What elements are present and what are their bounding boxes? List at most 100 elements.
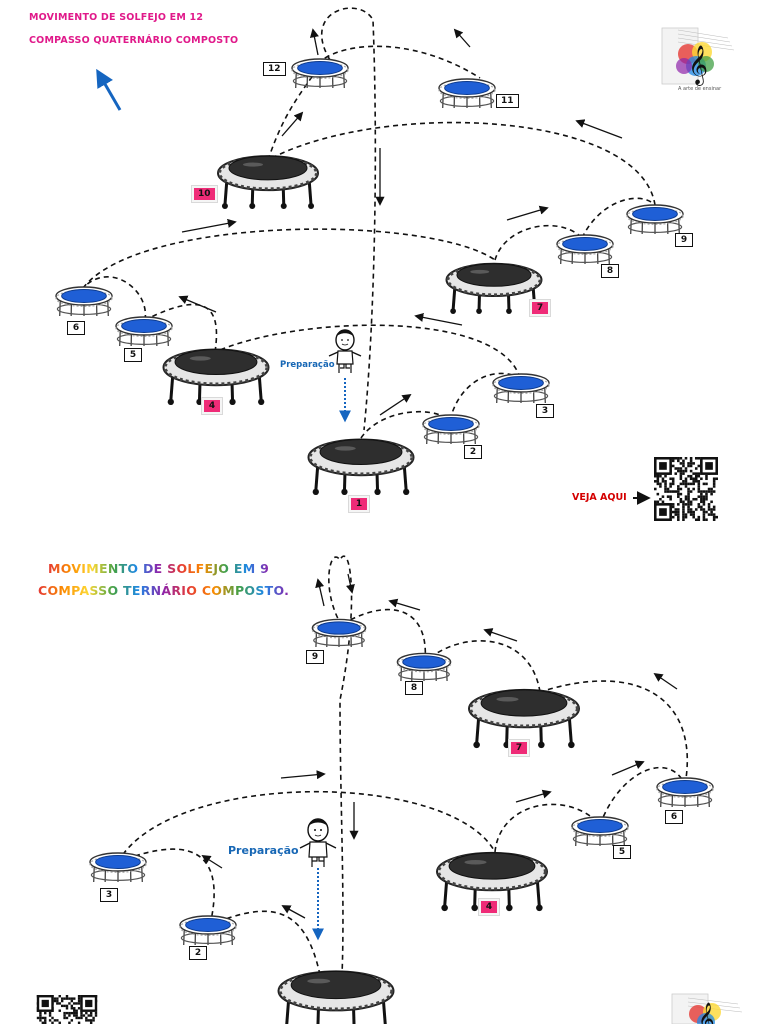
qr-module	[697, 515, 701, 519]
qr-module	[664, 490, 667, 493]
beat-label: 7	[508, 739, 530, 757]
qr-module	[44, 1016, 47, 1020]
qr-module	[669, 497, 672, 501]
qr-module	[694, 467, 698, 470]
qr-module	[77, 997, 81, 1000]
qr-module	[692, 487, 695, 491]
title-9-line2: COMPASSO TERNÁRIO COMPOSTO.	[38, 583, 290, 598]
qr-module	[702, 503, 706, 506]
qr-module	[682, 480, 685, 483]
mini-trampoline	[115, 316, 173, 347]
qr-module	[702, 500, 706, 504]
qr-module	[684, 477, 688, 481]
qr-module	[671, 457, 675, 460]
qr-module	[710, 508, 713, 511]
qr-module	[687, 497, 690, 501]
qr-module	[63, 997, 66, 1000]
qr-module	[674, 510, 678, 514]
qr-module	[677, 490, 680, 493]
large-trampoline	[445, 262, 543, 314]
qr-module	[89, 1014, 93, 1017]
qr-module	[73, 997, 76, 1000]
beat-label: 6	[665, 810, 683, 824]
qr-module	[65, 1004, 69, 1008]
qr-module	[702, 508, 706, 511]
qr-module	[712, 513, 716, 516]
qr-module	[682, 459, 685, 463]
qr-module	[36, 1016, 40, 1020]
qr-module	[677, 469, 680, 473]
qr-module	[700, 505, 703, 509]
qr-module	[80, 1014, 83, 1017]
qr-module	[702, 490, 706, 493]
qr-code[interactable]	[654, 457, 718, 521]
qr-module	[712, 515, 716, 519]
child-figure-9	[299, 818, 337, 867]
qr-module	[77, 1007, 81, 1010]
qr-module	[687, 464, 690, 468]
qr-module	[707, 513, 711, 516]
qr-module	[684, 497, 688, 501]
qr-module	[682, 510, 685, 514]
qr-module	[687, 462, 690, 465]
beat-label: 3	[536, 404, 554, 418]
qr-module	[77, 995, 81, 998]
qr-module	[712, 477, 716, 481]
qr-module	[687, 474, 690, 478]
qr-module	[707, 508, 711, 511]
qr-module	[58, 1021, 61, 1024]
qr-module	[671, 515, 675, 519]
blue-direction-arrow	[96, 68, 122, 111]
qr-module	[94, 1014, 98, 1017]
qr-module	[89, 1011, 93, 1015]
qr-module	[682, 515, 685, 519]
qr-module	[661, 495, 665, 498]
qr-module	[694, 474, 698, 478]
beat-label: 10	[191, 185, 218, 203]
qr-module	[68, 1002, 71, 1005]
direction-arrows-9	[201, 573, 678, 919]
qr-module	[75, 1014, 78, 1017]
qr-module	[705, 518, 708, 521]
qr-code[interactable]	[36, 995, 98, 1024]
qr-module	[56, 999, 59, 1003]
qr-module	[689, 457, 693, 460]
mini-trampoline	[291, 58, 349, 89]
veja-aqui-label: VEJA AQUI	[572, 492, 627, 503]
qr-module	[687, 482, 690, 486]
qr-module	[692, 482, 695, 486]
qr-module	[48, 1019, 52, 1022]
qr-module	[677, 508, 680, 511]
beat-label: 9	[306, 650, 324, 664]
qr-module	[669, 482, 672, 486]
beat-label: 6	[67, 321, 85, 335]
qr-module	[664, 487, 667, 491]
qr-module	[65, 1007, 69, 1010]
large-trampoline	[468, 688, 580, 749]
title-12-line2: COMPASSO QUATERNÁRIO COMPOSTO	[29, 35, 239, 46]
qr-module	[654, 487, 657, 491]
qr-module	[682, 472, 685, 475]
large-trampoline	[162, 348, 270, 406]
qr-module	[702, 513, 706, 516]
qr-module	[707, 503, 711, 506]
qr-module	[697, 503, 701, 506]
qr-module	[659, 497, 662, 501]
qr-module	[700, 500, 703, 504]
qr-module	[51, 1016, 54, 1020]
qr-module	[654, 500, 657, 504]
qr-module	[697, 464, 701, 468]
qr-module	[77, 999, 81, 1003]
qr-module	[694, 480, 698, 483]
qr-module	[51, 1021, 54, 1024]
qr-module	[707, 505, 711, 509]
qr-module	[666, 490, 670, 493]
qr-module	[689, 474, 693, 478]
qr-module	[689, 464, 693, 468]
qr-module	[677, 495, 680, 498]
large-trampoline	[436, 851, 548, 912]
qr-module	[684, 467, 688, 470]
qr-module	[671, 464, 675, 468]
qr-module	[692, 515, 695, 519]
